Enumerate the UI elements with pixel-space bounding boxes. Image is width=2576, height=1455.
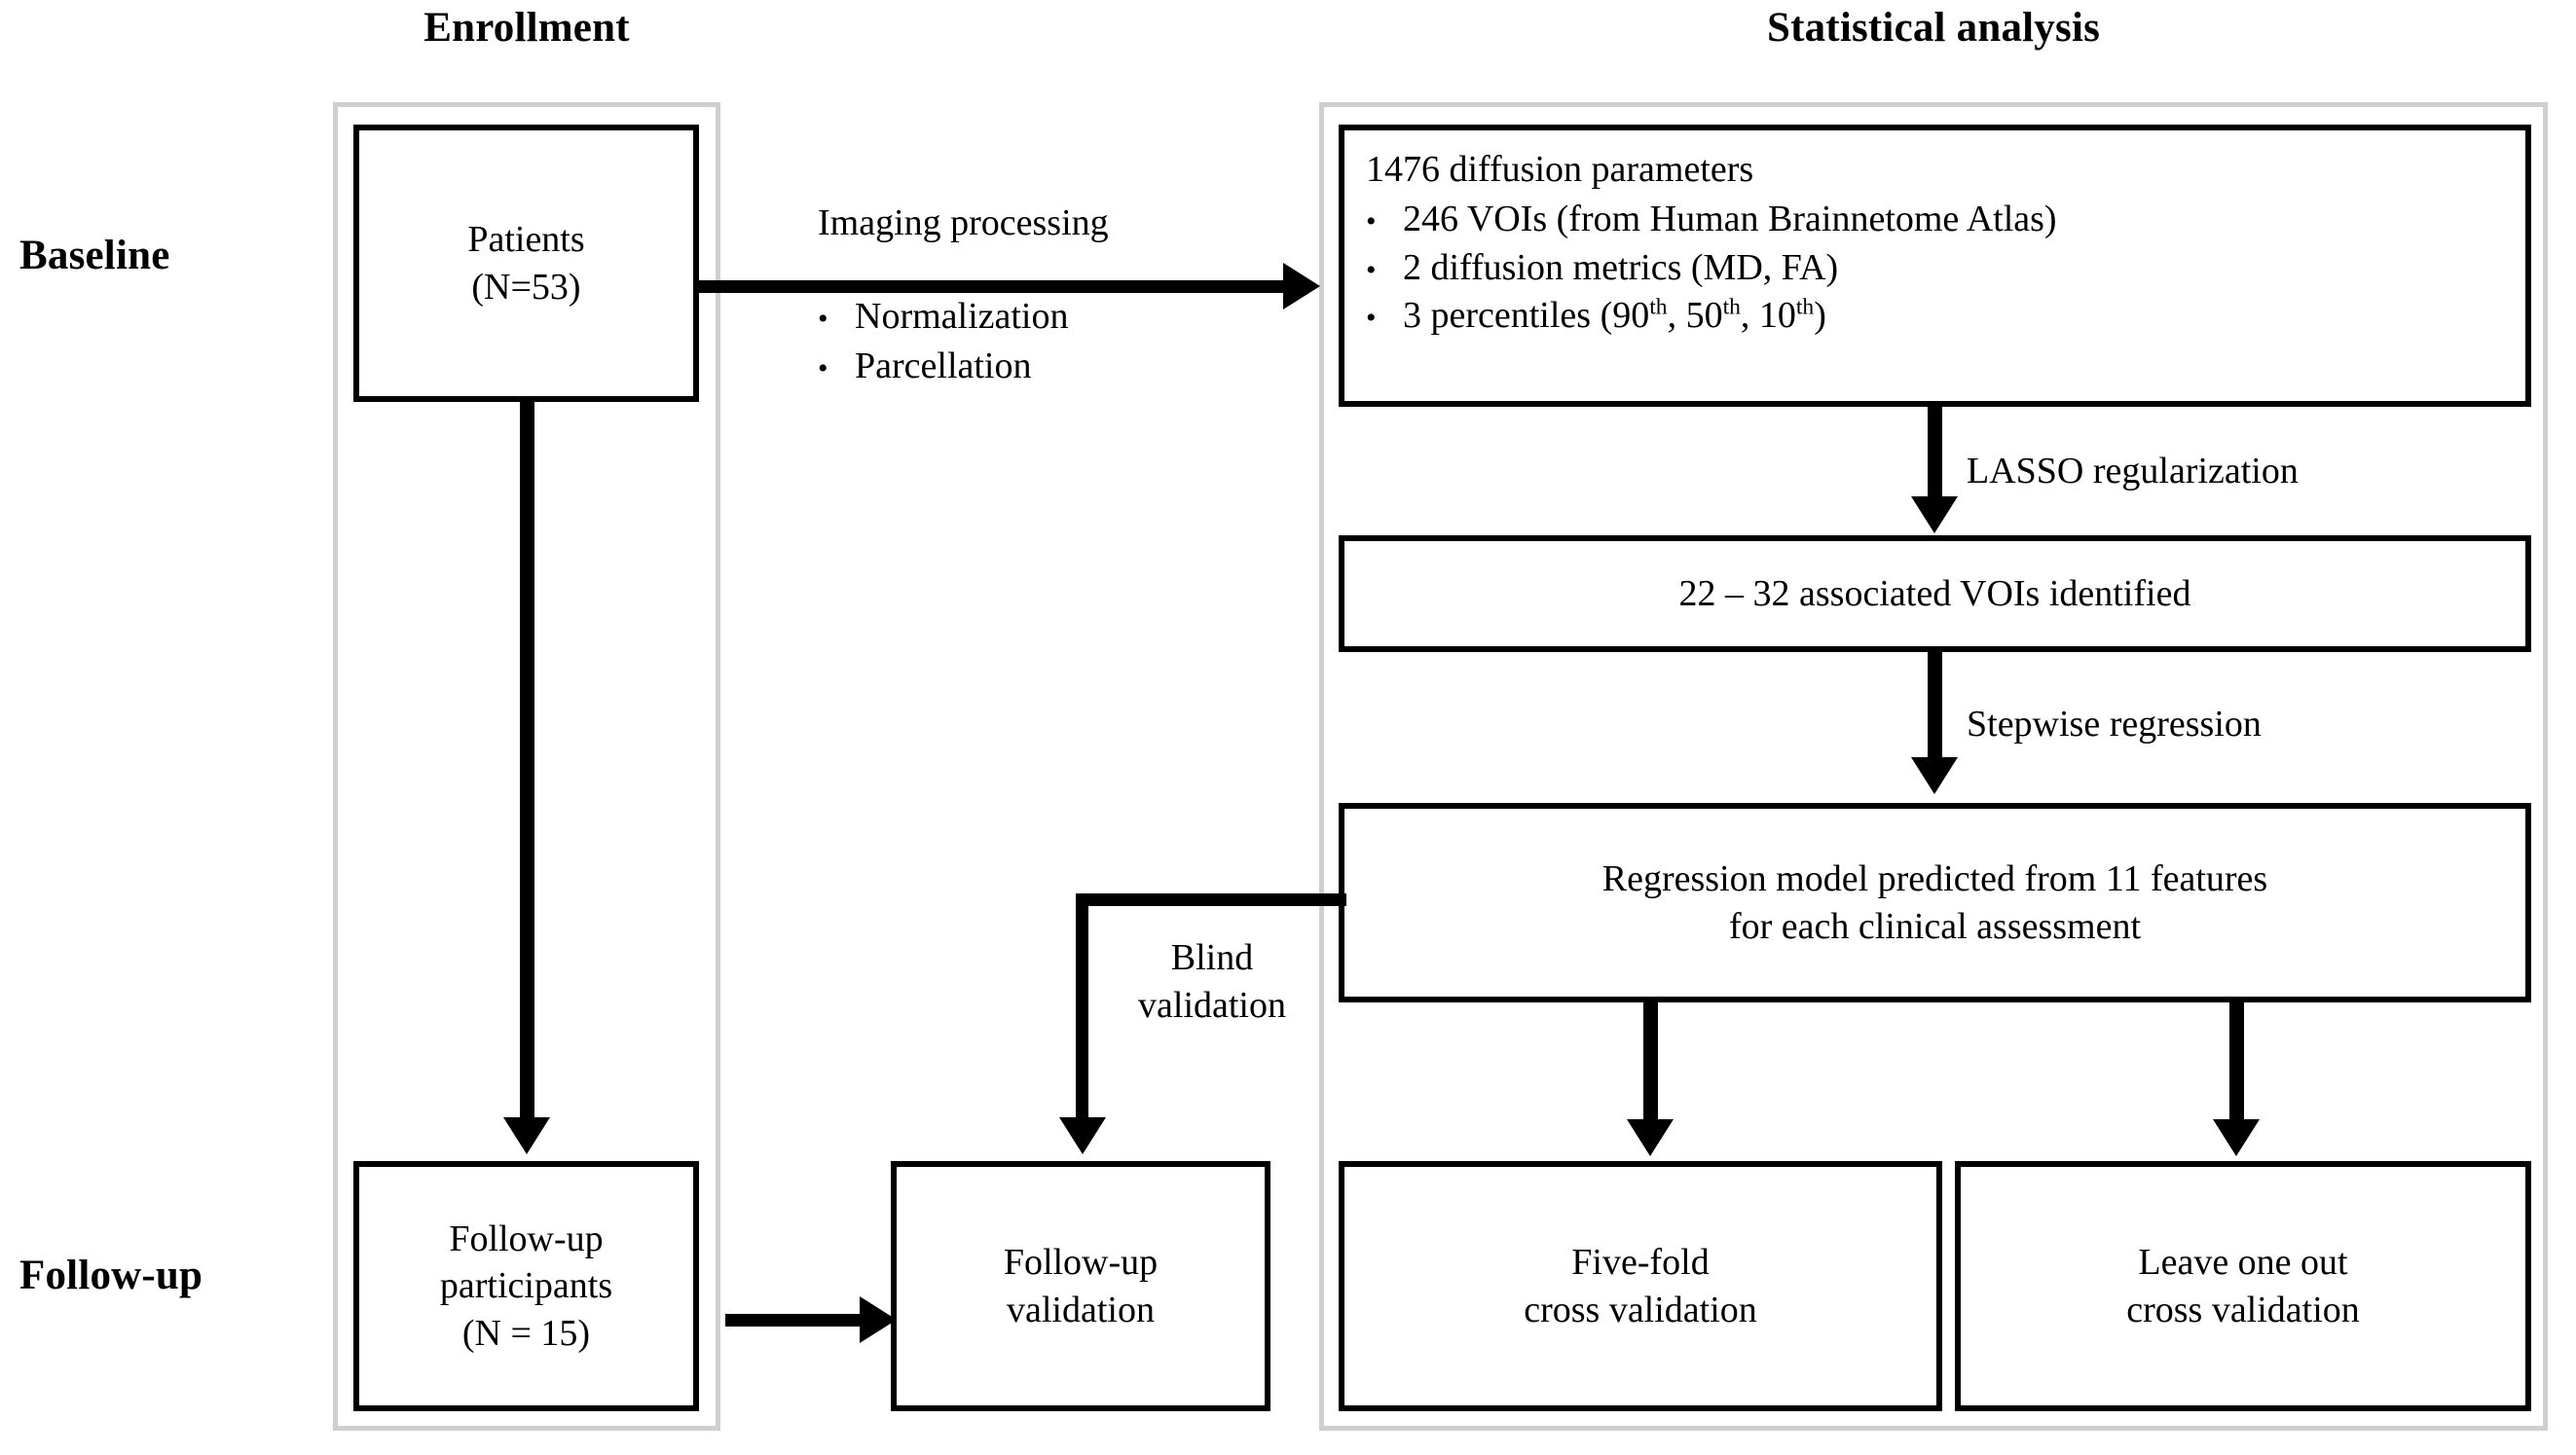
edge-label-lasso: LASSO regularization <box>1967 451 2299 491</box>
header-statistical-analysis: Statistical analysis <box>1766 5 2101 51</box>
enrollment-group-frame <box>333 102 720 1431</box>
node-diffusion-parameters[interactable]: 1476 diffusion parameters • 246 VOIs (fr… <box>1339 125 2531 407</box>
bullet-icon: • <box>1366 205 1377 238</box>
bullet-icon: • <box>818 351 828 384</box>
edge-blind-validation-segment-horizontal <box>1076 893 1346 906</box>
node-diffusion-parameters-item: • 2 diffusion metrics (MD, FA) <box>1366 244 2057 292</box>
node-followup-participants[interactable]: Follow-up participants (N = 15) <box>353 1161 699 1411</box>
edge-label-blind-validation: Blind validation <box>1100 934 1324 1031</box>
node-followup-participants-line1: Follow-up <box>449 1218 604 1259</box>
edge-stepwise-line <box>1928 652 1942 767</box>
edge-followup-to-validation-line <box>725 1314 860 1327</box>
node-diffusion-parameters-item: • 246 VOIs (from Human Brainnetome Atlas… <box>1366 196 2057 243</box>
node-diffusion-parameters-percentiles: • 3 percentiles (90th, 50th, 10th) <box>1366 292 2057 340</box>
edge-followup-to-validation-arrowhead <box>860 1296 897 1343</box>
node-followup-validation[interactable]: Follow-up validation <box>891 1161 1270 1411</box>
edge-five-fold-arrowhead <box>1627 1119 1674 1156</box>
node-vois-identified-label: 22 – 32 associated VOIs identified <box>1678 572 2191 614</box>
node-regression-model-line1: Regression model predicted from 11 featu… <box>1601 857 2268 899</box>
node-regression-model-line2: for each clinical assessment <box>1728 905 2142 947</box>
node-regression-model[interactable]: Regression model predicted from 11 featu… <box>1339 803 2531 1002</box>
edge-patients-to-followup-line <box>520 402 534 1124</box>
node-diffusion-parameters-title: 1476 diffusion parameters <box>1366 149 1754 190</box>
edge-five-fold-line <box>1643 1002 1658 1127</box>
node-five-fold-line2: cross validation <box>1524 1289 1757 1330</box>
node-leave-one-out-cross-validation[interactable]: Leave one out cross validation <box>1955 1161 2531 1411</box>
edge-label-blind-validation-line2: validation <box>1138 985 1286 1027</box>
edge-lasso-line <box>1928 407 1942 509</box>
edge-bullet-label: Normalization <box>855 296 1069 337</box>
node-followup-participants-line2: participants <box>439 1265 613 1307</box>
bullet-icon: • <box>1366 302 1377 335</box>
bullet-icon: • <box>818 303 828 335</box>
stage-label-baseline: Baseline <box>19 233 170 278</box>
node-leave-one-out-line2: cross validation <box>2126 1289 2360 1330</box>
edge-bullet-item: • Parcellation <box>818 342 1266 391</box>
node-five-fold-line1: Five-fold <box>1571 1241 1710 1283</box>
edge-label-imaging-processing: Imaging processing <box>818 202 1109 243</box>
edge-leave-one-out-line <box>2229 1002 2244 1127</box>
edge-imaging-processing-bullets: • Normalization • Parcellation <box>818 292 1266 391</box>
node-diffusion-parameters-item-label: 246 VOIs (from Human Brainnetome Atlas) <box>1403 199 2057 240</box>
edge-bullet-item: • Normalization <box>818 292 1266 342</box>
node-patients-line1: Patients <box>467 218 585 260</box>
statistical-analysis-group-frame <box>1319 102 2548 1431</box>
edge-blind-validation-segment-vertical <box>1076 893 1088 1122</box>
edge-bullet-label: Parcellation <box>855 345 1032 386</box>
edge-blind-validation-arrowhead <box>1059 1117 1106 1154</box>
edge-lasso-arrowhead <box>1911 496 1958 533</box>
edge-patients-to-followup-arrowhead <box>503 1117 550 1154</box>
node-patients[interactable]: Patients (N=53) <box>353 125 699 402</box>
edge-imaging-processing-arrowhead <box>1283 263 1320 309</box>
node-followup-validation-line1: Follow-up <box>1003 1241 1159 1283</box>
node-leave-one-out-line1: Leave one out <box>2138 1241 2348 1283</box>
stage-label-followup: Follow-up <box>19 1253 203 1298</box>
node-five-fold-cross-validation[interactable]: Five-fold cross validation <box>1339 1161 1942 1411</box>
edge-label-stepwise: Stepwise regression <box>1967 704 2262 745</box>
node-followup-participants-line3: (N = 15) <box>461 1312 591 1354</box>
node-patients-line2: (N=53) <box>471 266 581 308</box>
edge-label-blind-validation-line1: Blind <box>1170 937 1254 978</box>
node-vois-identified[interactable]: 22 – 32 associated VOIs identified <box>1339 535 2531 652</box>
bullet-icon: • <box>1366 253 1377 286</box>
edge-imaging-processing-line <box>699 280 1283 293</box>
node-followup-validation-line2: validation <box>1007 1289 1155 1330</box>
edge-stepwise-arrowhead <box>1911 757 1958 794</box>
edge-leave-one-out-arrowhead <box>2213 1119 2260 1156</box>
node-diffusion-parameters-percentiles-label: 3 percentiles (90th, 50th, 10th) <box>1403 294 1826 337</box>
node-diffusion-parameters-item-label: 2 diffusion metrics (MD, FA) <box>1403 246 1839 288</box>
header-enrollment: Enrollment <box>423 5 630 51</box>
